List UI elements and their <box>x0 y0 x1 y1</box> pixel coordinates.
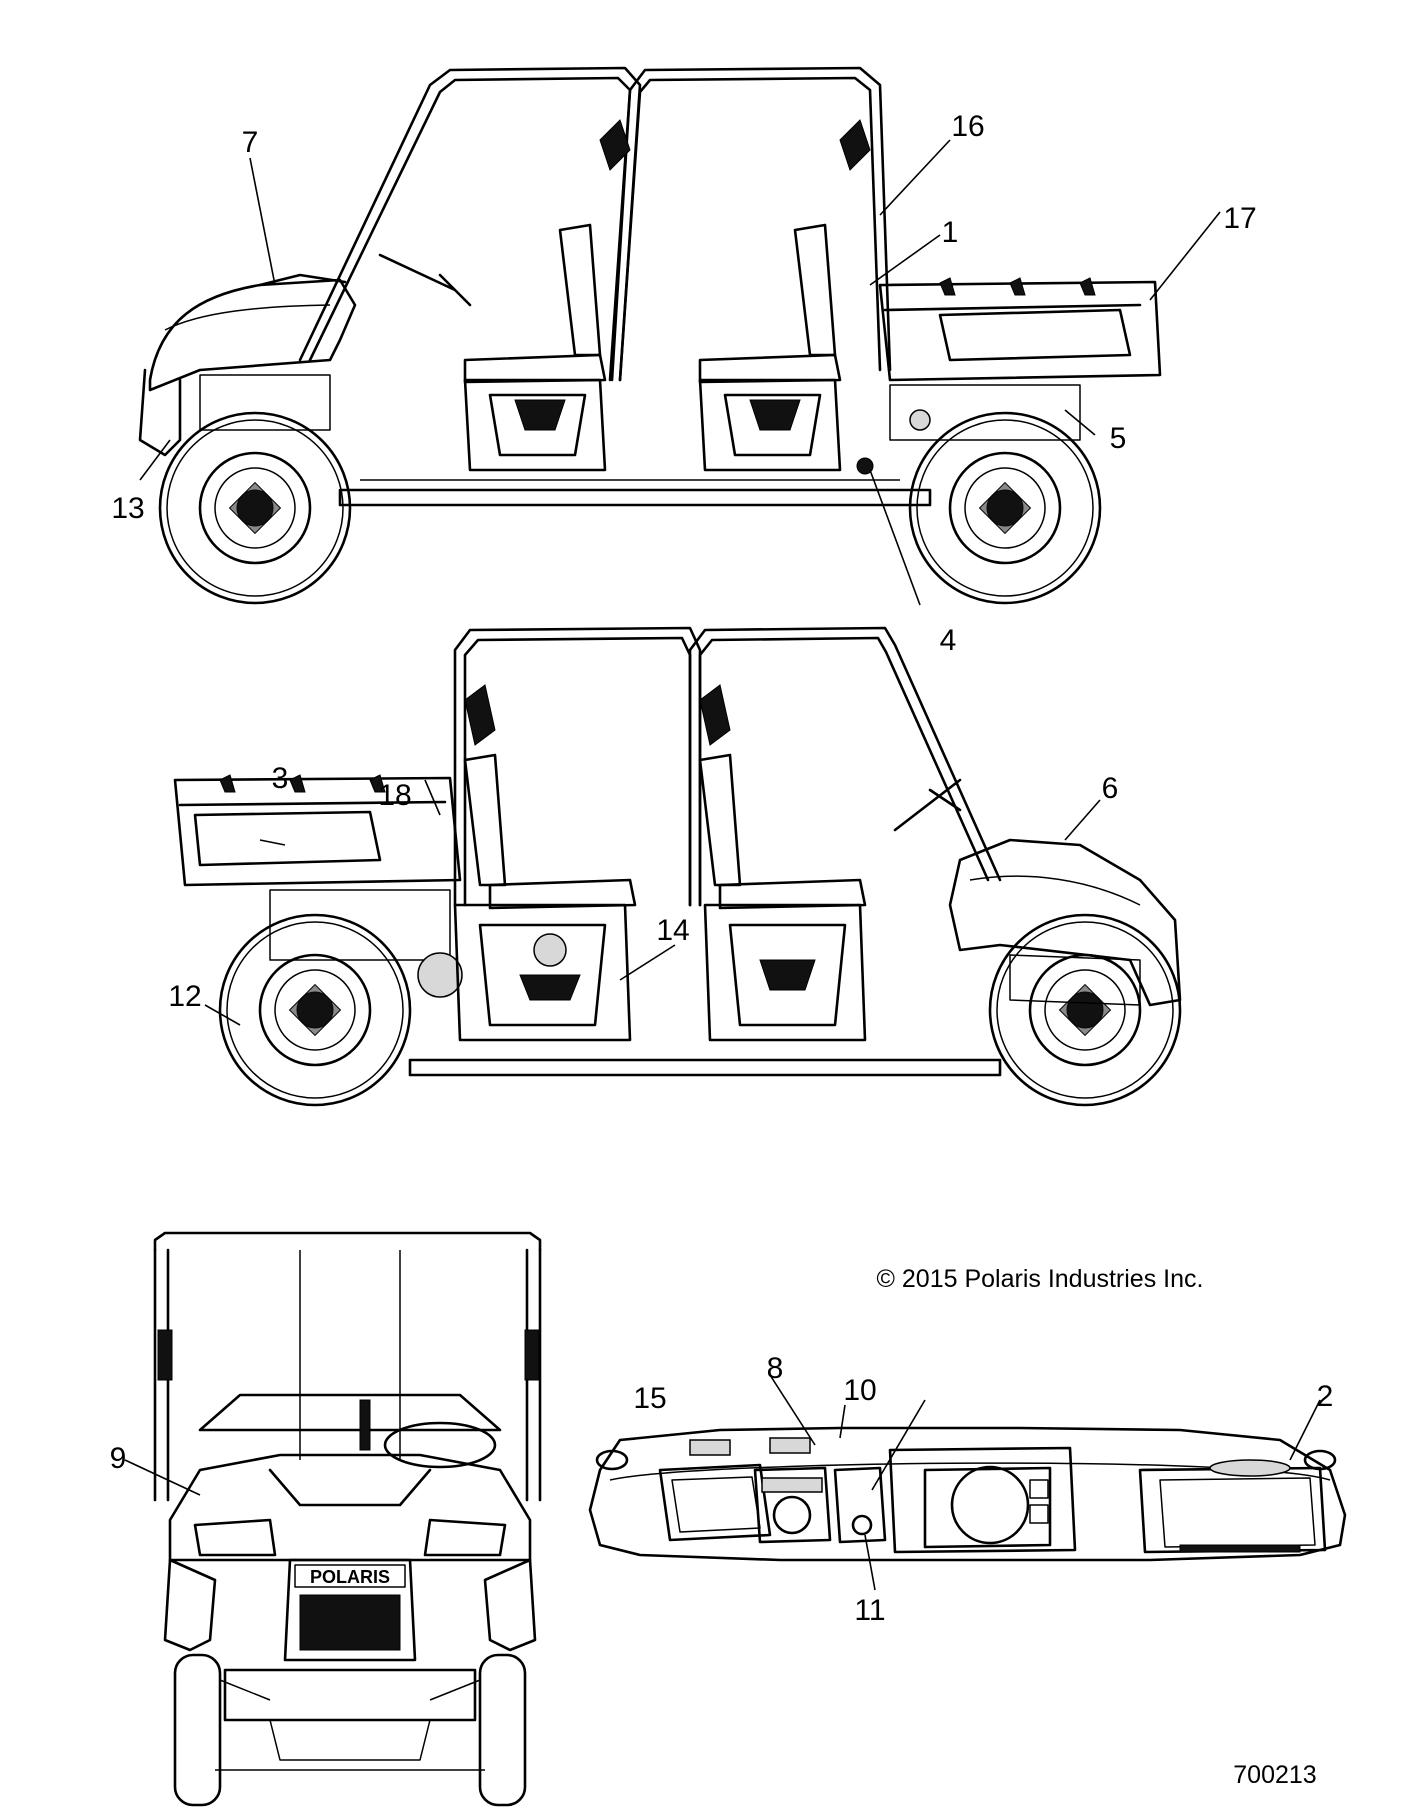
door-panel-rear <box>463 378 607 472</box>
front-wheel-left-view <box>908 411 1102 605</box>
rear-wheel-left-view <box>158 411 352 605</box>
rear-wheel-right-view <box>218 913 412 1107</box>
callout-9: 9 <box>110 1442 127 1475</box>
leader-lines <box>124 139 1321 1591</box>
callout-15: 15 <box>633 1382 666 1415</box>
vehicle-front-view: POLARIS <box>153 1231 542 1807</box>
front-grille: POLARIS <box>283 1558 417 1662</box>
vehicle-right-side-view <box>173 626 1182 1107</box>
callout-6: 6 <box>1102 772 1119 805</box>
callout-2: 2 <box>1317 1380 1334 1413</box>
callout-10: 10 <box>843 1374 876 1407</box>
front-wheel-right-view <box>988 913 1182 1107</box>
callout-1: 1 <box>942 216 959 249</box>
callout-5: 5 <box>1110 422 1127 455</box>
copyright-notice: © 2015 Polaris Industries Inc. <box>877 1265 1204 1293</box>
callout-4: 4 <box>940 624 957 657</box>
door-panel-right-front <box>703 903 867 1042</box>
callout-12: 12 <box>168 980 201 1013</box>
callout-14: 14 <box>656 914 689 947</box>
figure-number: 700213 <box>1233 1761 1316 1789</box>
callout-8: 8 <box>767 1352 784 1385</box>
callout-16: 16 <box>951 110 984 143</box>
dashboard-view <box>588 1426 1347 1562</box>
vehicle-left-side-view <box>138 66 1162 605</box>
grille-badge-text: POLARIS <box>310 1567 390 1587</box>
callout-labels: 1 2 3 4 5 6 7 8 9 10 11 12 13 14 15 16 1… <box>110 110 1334 1627</box>
callout-17: 17 <box>1223 202 1256 235</box>
door-panel-right-rear <box>453 903 632 1042</box>
callout-3: 3 <box>272 762 289 795</box>
cargo-box-right-view <box>173 774 462 887</box>
cargo-box-left-view <box>878 277 1162 382</box>
callout-11: 11 <box>854 1594 885 1627</box>
door-panel-front <box>698 378 842 472</box>
callout-18: 18 <box>378 779 411 812</box>
callout-7: 7 <box>242 126 259 159</box>
callout-13: 13 <box>111 492 144 525</box>
